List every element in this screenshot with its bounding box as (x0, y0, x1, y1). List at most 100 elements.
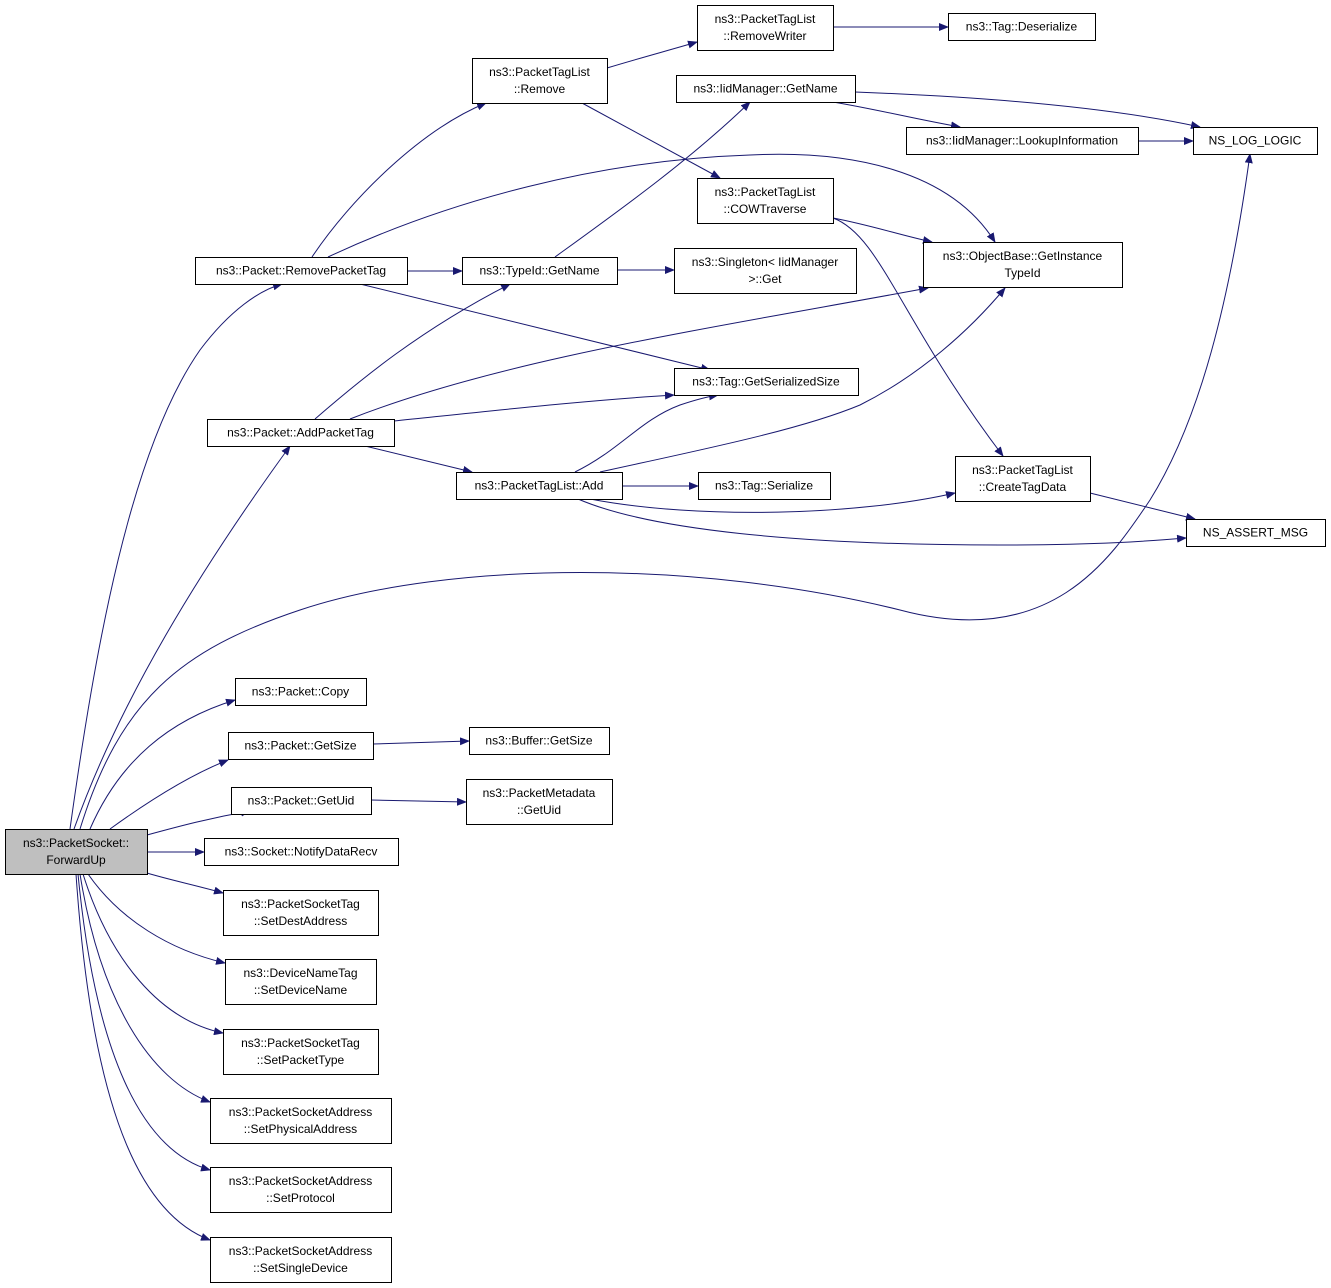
node-label: ns3::Tag::Serialize (715, 479, 813, 493)
node-box[interactable] (472, 58, 608, 104)
node-setsingledevice[interactable]: ns3::PacketSocketAddress::SetSingleDevic… (210, 1237, 392, 1283)
node-box[interactable] (210, 1237, 392, 1283)
node-box[interactable] (235, 678, 367, 706)
node-label: ns3::PacketTagList (489, 65, 590, 79)
node-box[interactable] (955, 456, 1091, 502)
node-box[interactable] (195, 257, 408, 285)
node-forwardup[interactable]: ns3::PacketSocket::ForwardUp (5, 829, 148, 875)
node-box[interactable] (5, 829, 148, 875)
edge-iidgetname-to-lookupinformation (832, 101, 961, 130)
node-box[interactable] (462, 257, 618, 285)
node-label: ns3::Tag::GetSerializedSize (692, 375, 840, 389)
node-copy[interactable]: ns3::Packet::Copy (235, 678, 367, 706)
edge-removepackettag-to-taggetserializedsize (359, 283, 711, 372)
node-iidgetname[interactable]: ns3::IidManager::GetName (676, 75, 856, 103)
node-label: ns3::Packet::AddPacketTag (227, 426, 374, 440)
node-box[interactable] (207, 419, 395, 447)
node-box[interactable] (210, 1167, 392, 1213)
node-label: ::COWTraverse (724, 202, 807, 216)
node-getsize[interactable]: ns3::Packet::GetSize (228, 732, 374, 760)
node-box[interactable] (697, 178, 834, 224)
node-nsloglogic[interactable]: NS_LOG_LOGIC (1193, 127, 1318, 155)
node-removewriter[interactable]: ns3::PacketTagList::RemoveWriter (697, 5, 834, 51)
edge-ptladd-to-nsassertmsg (577, 498, 1187, 546)
edge-forwardup-to-getsize (109, 759, 229, 830)
node-box[interactable] (698, 472, 831, 500)
edge-forwardup-to-nsloglogic (79, 153, 1253, 830)
node-label: ::GetUid (517, 803, 561, 817)
edge-ptladd-to-taggetserializedsize (574, 392, 719, 473)
node-box[interactable] (456, 472, 623, 500)
node-typeidgetname[interactable]: ns3::TypeId::GetName (462, 257, 618, 285)
node-ptlremove[interactable]: ns3::PacketTagList::Remove (472, 58, 608, 104)
node-box[interactable] (1193, 127, 1318, 155)
node-box[interactable] (906, 127, 1139, 155)
node-label: ns3::PacketTagList::Add (475, 479, 604, 493)
node-label: ns3::PacketSocketTag (241, 1036, 360, 1050)
node-taggetserializedsize[interactable]: ns3::Tag::GetSerializedSize (674, 368, 859, 396)
node-box[interactable] (948, 13, 1096, 41)
node-setpackettype[interactable]: ns3::PacketSocketTag::SetPacketType (223, 1029, 379, 1075)
edge-removepackettag-to-ptlremove (311, 102, 487, 258)
edge-addpackettag-to-ptladd (364, 445, 473, 474)
node-notifydatarecv[interactable]: ns3::Socket::NotifyDataRecv (204, 838, 399, 866)
edge-iidgetname-to-nsloglogic (854, 91, 1201, 129)
node-box[interactable] (923, 242, 1123, 288)
edge-forwardup-to-setprotocol (77, 873, 211, 1172)
node-cowtraverse[interactable]: ns3::PacketTagList::COWTraverse (697, 178, 834, 224)
node-box[interactable] (1186, 519, 1326, 547)
node-label: ::SetDestAddress (254, 914, 347, 928)
edge-layer (69, 23, 1253, 1241)
node-label: ns3::PacketTagList (972, 463, 1073, 477)
node-box[interactable] (210, 1098, 392, 1144)
node-label: ::SetProtocol (266, 1191, 335, 1205)
edge-forwardup-to-removepackettag (69, 282, 283, 830)
node-box[interactable] (697, 5, 834, 51)
node-box[interactable] (223, 1029, 379, 1075)
edge-typeidgetname-to-iidgetname (554, 101, 751, 258)
node-addpackettag[interactable]: ns3::Packet::AddPacketTag (207, 419, 395, 447)
edge-ptladd-to-createtagdata (589, 491, 956, 513)
node-box[interactable] (466, 779, 613, 825)
node-setphysicaladdress[interactable]: ns3::PacketSocketAddress::SetPhysicalAdd… (210, 1098, 392, 1144)
node-label: ::SetPacketType (257, 1053, 345, 1067)
node-label: ns3::TypeId::GetName (479, 264, 599, 278)
node-setprotocol[interactable]: ns3::PacketSocketAddress::SetProtocol (210, 1167, 392, 1213)
node-tagdeserialize[interactable]: ns3::Tag::Deserialize (948, 13, 1096, 41)
node-label: ns3::Singleton< IidManager (692, 255, 838, 269)
node-getuid[interactable]: ns3::Packet::GetUid (231, 787, 372, 815)
node-label: ns3::Tag::Deserialize (966, 20, 1078, 34)
node-nsassertmsg[interactable]: NS_ASSERT_MSG (1186, 519, 1326, 547)
node-setdestaddress[interactable]: ns3::PacketSocketTag::SetDestAddress (223, 890, 379, 936)
node-label: ns3::PacketSocket:: (23, 836, 129, 850)
node-label: ns3::IidManager::GetName (693, 82, 837, 96)
node-layer: ns3::PacketSocket::ForwardUp ns3::Packet:… (5, 5, 1326, 1283)
node-box[interactable] (231, 787, 372, 815)
edge-forwardup-to-addpackettag (73, 445, 291, 830)
node-ptladd[interactable]: ns3::PacketTagList::Add (456, 472, 623, 500)
node-box[interactable] (204, 838, 399, 866)
node-pmgetuid[interactable]: ns3::PacketMetadata::GetUid (466, 779, 613, 825)
edge-forwardup-to-setpackettype (82, 873, 224, 1036)
node-singletonget[interactable]: ns3::Singleton< IidManager>::Get (674, 248, 857, 294)
node-box[interactable] (676, 75, 856, 103)
node-setdevicename[interactable]: ns3::DeviceNameTag::SetDeviceName (225, 959, 377, 1005)
node-label: ns3::PacketSocketAddress (229, 1174, 372, 1188)
node-lookupinformation[interactable]: ns3::IidManager::LookupInformation (906, 127, 1139, 155)
node-removepackettag[interactable]: ns3::Packet::RemovePacketTag (195, 257, 408, 285)
node-tagserialize[interactable]: ns3::Tag::Serialize (698, 472, 831, 500)
node-box[interactable] (674, 368, 859, 396)
node-label: ns3::PacketTagList (715, 12, 816, 26)
node-box[interactable] (228, 732, 374, 760)
edge-ptlremove-to-removewriter (606, 40, 698, 69)
node-createtagdata[interactable]: ns3::PacketTagList::CreateTagData (955, 456, 1091, 502)
node-box[interactable] (223, 890, 379, 936)
node-box[interactable] (674, 248, 857, 294)
node-label: ForwardUp (46, 853, 106, 867)
edge-forwardup-to-setsingledevice (75, 873, 211, 1241)
edge-addpackettag-to-typeidgetname (314, 283, 511, 420)
node-box[interactable] (469, 727, 610, 755)
node-buffergetsize[interactable]: ns3::Buffer::GetSize (469, 727, 610, 755)
node-box[interactable] (225, 959, 377, 1005)
